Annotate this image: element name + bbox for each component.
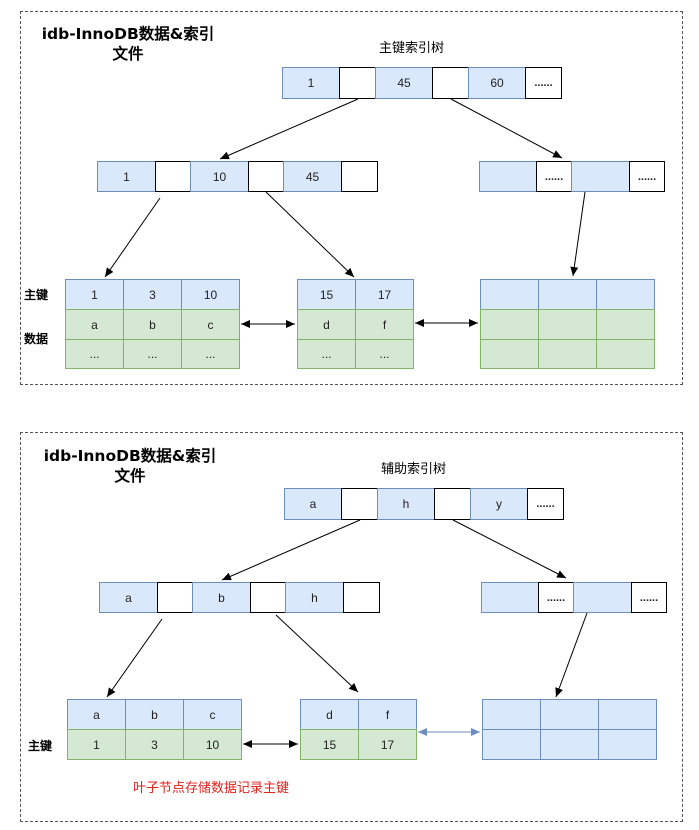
right-node-cell bbox=[571, 161, 630, 192]
panel-title-line2: 文件 bbox=[112, 45, 144, 63]
root-key-2: 45 bbox=[375, 67, 433, 99]
leaf-key: d bbox=[300, 699, 359, 730]
pointer-arrow bbox=[570, 191, 586, 277]
primary-index-panel bbox=[20, 11, 683, 385]
pointer-arrow bbox=[450, 98, 563, 159]
right-node-cell bbox=[479, 161, 537, 192]
leaf-primary-key: 15 bbox=[300, 729, 359, 760]
leaf-data: a bbox=[65, 309, 124, 340]
root-pointer-more: ...... bbox=[527, 488, 564, 520]
left-node-key-1: 1 bbox=[97, 161, 156, 192]
panel-title-line2: 文件 bbox=[114, 467, 146, 485]
leaf-data-empty bbox=[480, 339, 539, 369]
pointer-arrow bbox=[106, 618, 163, 698]
leaf-cell-empty bbox=[482, 729, 541, 760]
leaf-primary-key: 17 bbox=[358, 729, 417, 760]
leaf-data-more: ... bbox=[65, 339, 124, 369]
leaf-data: d bbox=[297, 309, 356, 340]
left-node-key-1: a bbox=[99, 582, 158, 613]
right-node-pointer-more: ...... bbox=[538, 582, 574, 613]
row-label-primary-key: 主键 bbox=[24, 288, 49, 302]
left-node-pointer bbox=[341, 161, 378, 192]
tree-title: 辅助索引树 bbox=[381, 462, 447, 477]
root-pointer bbox=[339, 67, 376, 99]
leaf-data-empty bbox=[538, 339, 597, 369]
leaf-note: 叶子节点存储数据记录主键 bbox=[133, 781, 290, 796]
root-key-3: y bbox=[470, 488, 528, 520]
right-node-pointer-more: ...... bbox=[631, 582, 667, 613]
leaf-data: f bbox=[355, 309, 414, 340]
leaf-cell-empty bbox=[540, 729, 599, 760]
leaf-cell-empty bbox=[598, 699, 657, 730]
leaf-primary-key: 3 bbox=[125, 729, 184, 760]
leaf-data-more: ... bbox=[123, 339, 182, 369]
pointer-arrow bbox=[221, 519, 361, 581]
panel-title: idb-InnoDB数据&索引 文件 bbox=[30, 446, 230, 486]
leaf-data-more: ... bbox=[297, 339, 356, 369]
root-key-2: h bbox=[377, 488, 435, 520]
leaf-data-empty bbox=[596, 339, 655, 369]
leaf-key: a bbox=[67, 699, 126, 730]
leaf-key: 17 bbox=[355, 279, 414, 310]
left-node-key-2: 10 bbox=[190, 161, 249, 192]
pointer-arrow bbox=[275, 614, 359, 693]
tree-title: 主键索引树 bbox=[379, 41, 445, 56]
left-node-pointer bbox=[157, 582, 193, 613]
leaf-data-more: ... bbox=[355, 339, 414, 369]
pointer-arrow bbox=[265, 191, 355, 278]
root-key-3: 60 bbox=[468, 67, 526, 99]
pointer-arrow bbox=[219, 98, 359, 160]
pointer-arrow bbox=[452, 519, 567, 579]
leaf-primary-key: 1 bbox=[67, 729, 126, 760]
pointer-arrow bbox=[555, 612, 588, 698]
right-node-pointer-more: ...... bbox=[536, 161, 572, 192]
left-node-key-3: 45 bbox=[283, 161, 342, 192]
leaf-primary-key: 10 bbox=[183, 729, 242, 760]
root-pointer-more: ...... bbox=[525, 67, 562, 99]
panel-title-line1: idb-InnoDB数据&索引 bbox=[41, 25, 215, 43]
left-node-key-2: b bbox=[192, 582, 251, 613]
right-node-cell bbox=[573, 582, 632, 613]
leaf-data-more: ... bbox=[181, 339, 240, 369]
secondary-index-panel bbox=[20, 432, 683, 822]
leaf-key: 3 bbox=[123, 279, 182, 310]
leaf-key: b bbox=[125, 699, 184, 730]
leaf-data: c bbox=[181, 309, 240, 340]
root-pointer bbox=[341, 488, 378, 520]
right-node-pointer-more: ...... bbox=[629, 161, 665, 192]
row-label-data: 数据 bbox=[24, 332, 49, 346]
leaf-cell-empty bbox=[540, 699, 599, 730]
row-label-primary-key: 主键 bbox=[28, 739, 53, 753]
panel-title-line1: idb-InnoDB数据&索引 bbox=[43, 447, 217, 465]
left-node-pointer bbox=[343, 582, 380, 613]
left-node-pointer bbox=[250, 582, 286, 613]
panel-title: idb-InnoDB数据&索引 文件 bbox=[28, 24, 228, 64]
leaf-cell-empty bbox=[598, 729, 657, 760]
pointer-arrow bbox=[104, 197, 161, 278]
